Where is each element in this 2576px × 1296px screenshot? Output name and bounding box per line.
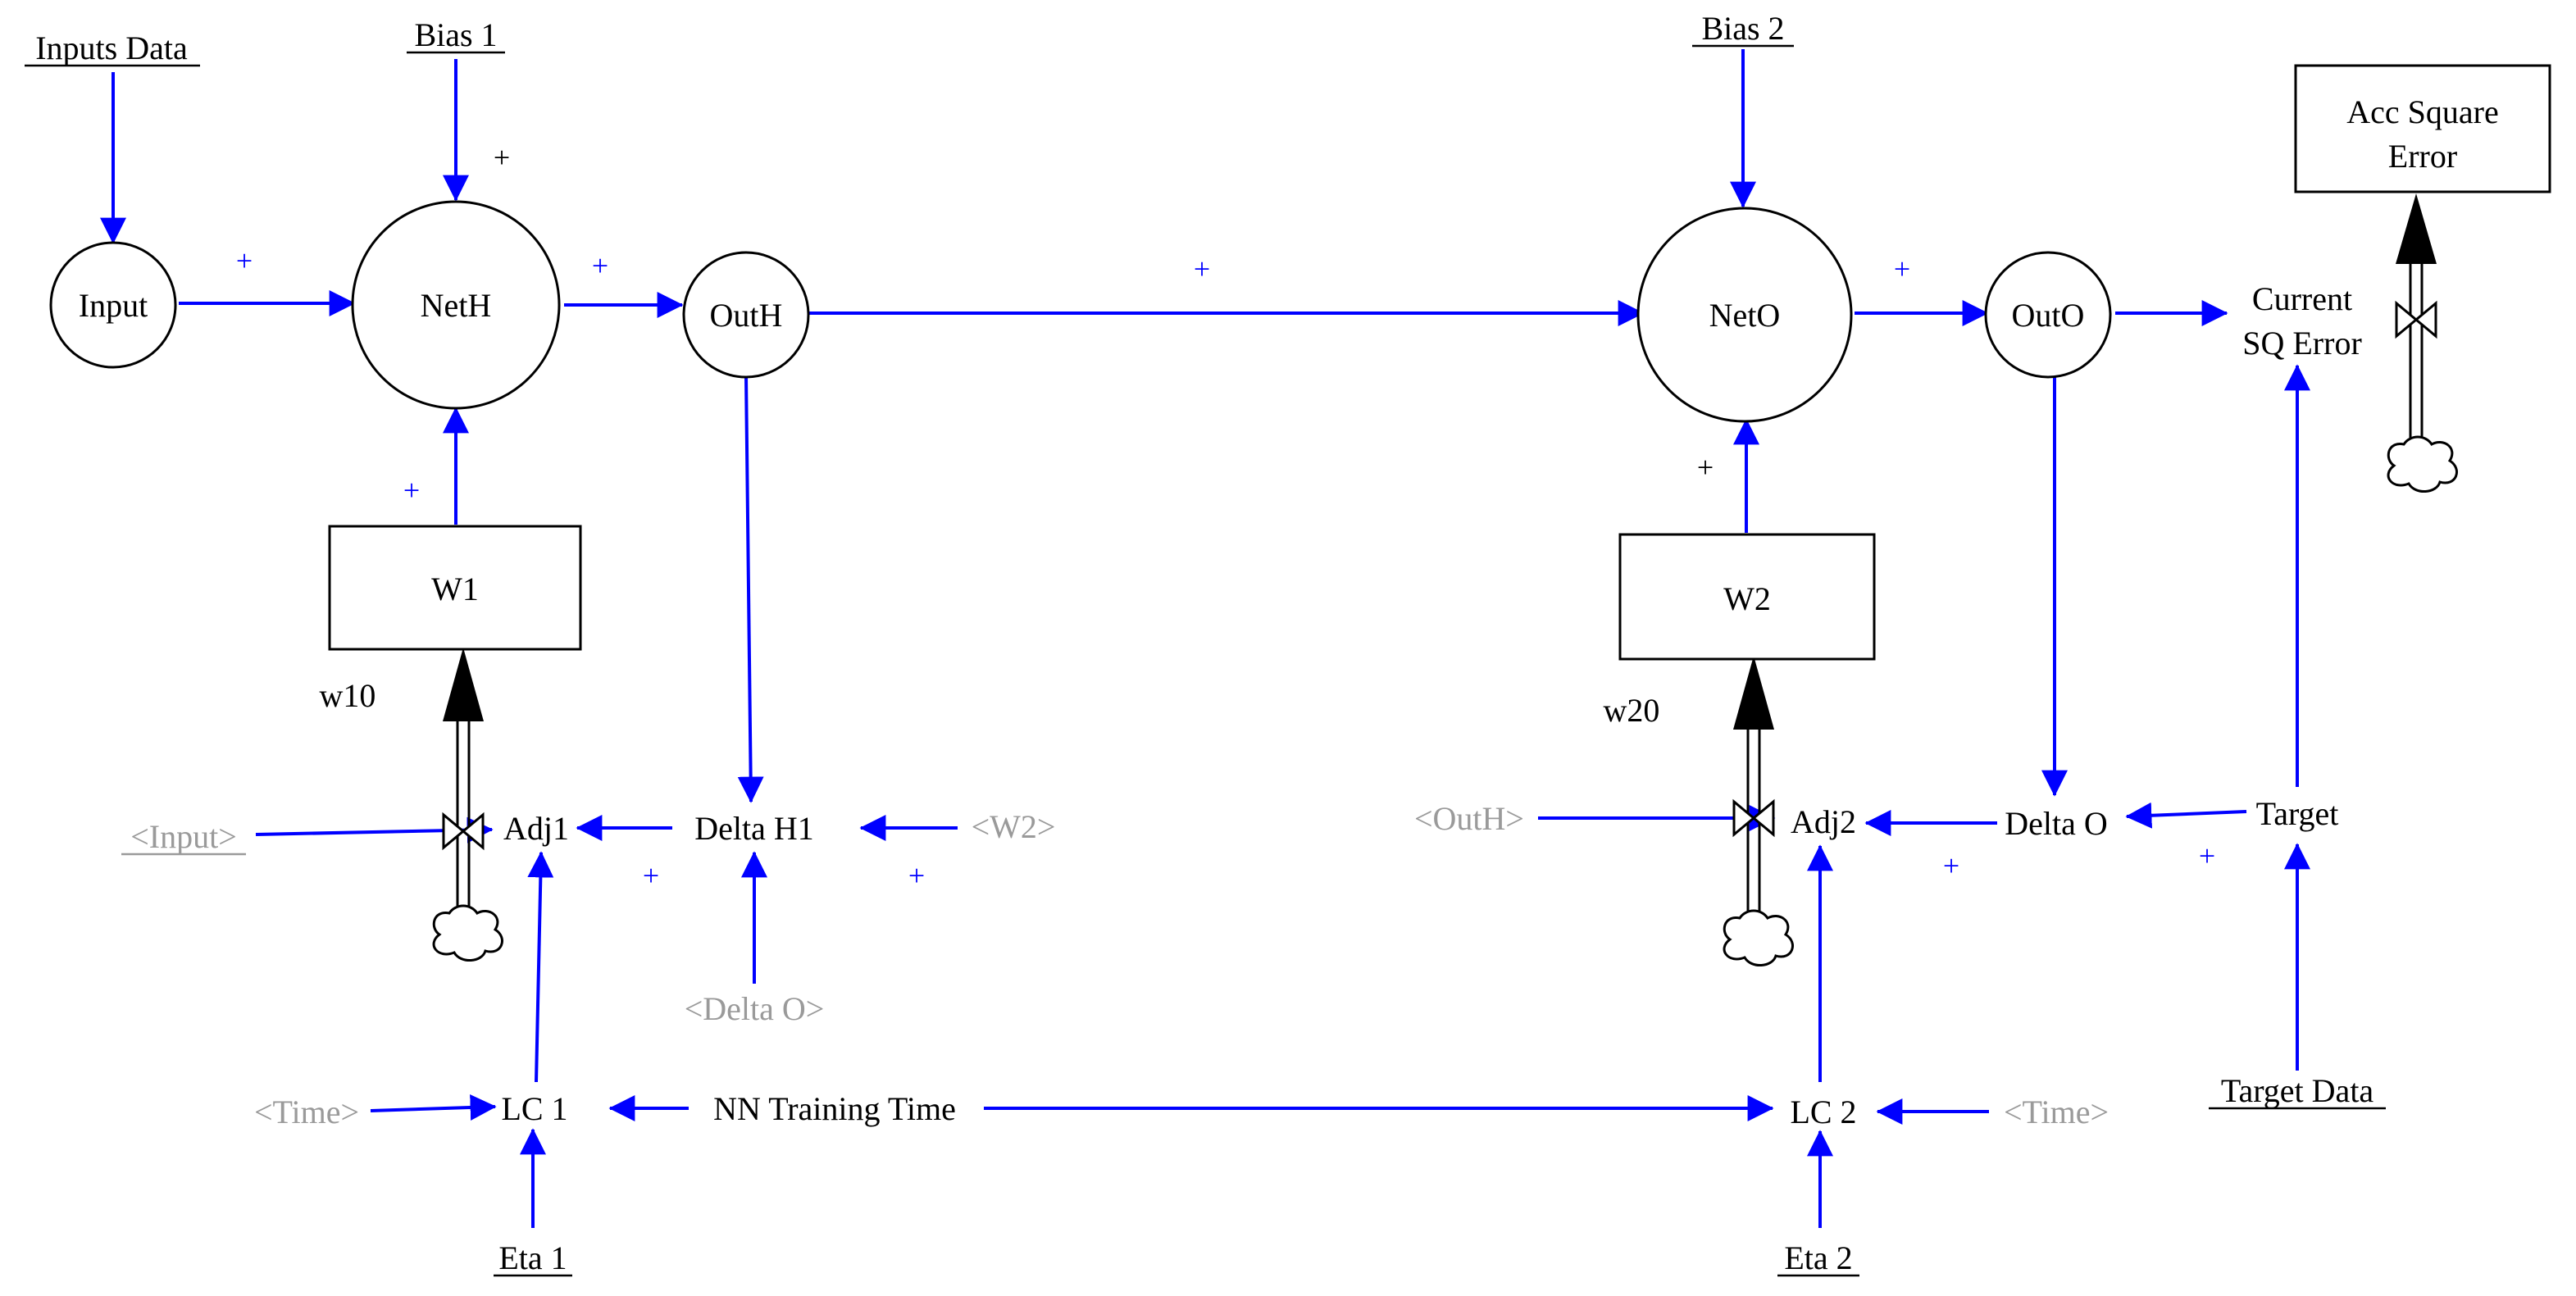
flow-arrowhead-w2	[1733, 656, 1774, 730]
shadow-time-left-label[interactable]: <Time>	[254, 1094, 359, 1130]
valve-adj2-icon	[1732, 798, 1775, 838]
w1-label: W1	[431, 571, 479, 607]
w20-label: w20	[1604, 692, 1660, 729]
node-input[interactable]	[49, 241, 177, 369]
polarity-target-delta-o: +	[2199, 839, 2215, 872]
target-label[interactable]: Target	[2256, 795, 2339, 832]
cloud-source-acc-error-icon	[2387, 435, 2458, 493]
flow-adj2-to-w2	[1723, 656, 1794, 966]
shadow-delta-o-label[interactable]: <Delta O>	[685, 990, 825, 1027]
node-neth[interactable]	[351, 200, 561, 410]
acc-square-error-label-line2: Error	[2388, 138, 2457, 175]
stock-acc-square-error[interactable]	[2294, 64, 2551, 193]
adj2-label[interactable]: Adj2	[1791, 803, 1856, 840]
polarity-delta-o-adj2: +	[1943, 849, 1959, 882]
stock-w1[interactable]	[328, 525, 582, 651]
current-sq-error-label-line1[interactable]: Current	[2252, 280, 2352, 317]
w2-label: W2	[1723, 580, 1771, 617]
eta1-label[interactable]: Eta 1	[498, 1239, 567, 1276]
polarity-outh-neto: +	[1194, 252, 1210, 285]
node-outo[interactable]	[1984, 251, 2112, 379]
input-label: Input	[79, 287, 148, 324]
flow-adj1-to-w1	[432, 648, 503, 962]
connectors	[100, 49, 2310, 1228]
valve-acc-error-icon	[2395, 300, 2437, 339]
polarity-input-neth: +	[236, 244, 253, 277]
neto-label: NetO	[1709, 297, 1781, 334]
polarity-signs: + + + + + + + + + + +	[236, 141, 2215, 892]
target-data-label[interactable]: Target Data	[2221, 1072, 2374, 1109]
lc1-label[interactable]: LC 1	[501, 1090, 567, 1127]
link-target-to-delta-o	[2125, 802, 2247, 829]
polarity-delta-h1-adj1: +	[643, 859, 659, 892]
outh-label: OutH	[710, 297, 783, 334]
flow-arrowhead-w1	[443, 648, 484, 721]
neth-label: NetH	[421, 287, 492, 324]
delta-o-label[interactable]: Delta O	[2005, 805, 2108, 842]
polarity-w2-neto: +	[1697, 451, 1714, 484]
eta2-label[interactable]: Eta 2	[1784, 1239, 1852, 1276]
polarity-w2-delta-h1: +	[908, 859, 925, 892]
shadow-outh-label[interactable]: <OutH>	[1414, 800, 1524, 837]
delta-h1-label[interactable]: Delta H1	[694, 810, 814, 847]
acc-square-error-label-line1: Acc Square	[2346, 93, 2498, 130]
shadow-input-label[interactable]: <Input>	[130, 818, 237, 855]
flow-arrowhead-acc	[2396, 193, 2437, 264]
adj1-label[interactable]: Adj1	[503, 810, 569, 847]
flow-to-acc-square-error	[2387, 193, 2458, 493]
link-outh-to-delta-h1	[737, 375, 764, 803]
link-lc1-to-adj1	[527, 851, 554, 1083]
cloud-source-adj2-icon	[1723, 909, 1794, 966]
stock-w2[interactable]	[1618, 533, 1876, 661]
polarity-bias1: +	[494, 141, 510, 174]
valve-adj1-icon	[442, 812, 485, 851]
lc2-label[interactable]: LC 2	[1790, 1094, 1856, 1130]
w10-label: w10	[320, 677, 376, 714]
node-neto[interactable]	[1636, 207, 1853, 423]
polarity-neto-outo: +	[1894, 252, 1910, 285]
shadow-w2-label[interactable]: <W2>	[972, 808, 1056, 845]
bias1-label[interactable]: Bias 1	[414, 16, 497, 53]
current-sq-error-label-line2[interactable]: SQ Error	[2242, 325, 2362, 362]
polarity-neth-outh: +	[592, 249, 608, 282]
bias2-label[interactable]: Bias 2	[1701, 10, 1784, 47]
link-time-ghost-to-lc1	[370, 1094, 497, 1121]
outo-label: OutO	[2012, 297, 2085, 334]
polarity-w1-neth: +	[403, 474, 420, 507]
labels: Inputs Data Bias 1 Bias 2 Input NetH Out…	[25, 10, 2499, 1277]
shadow-time-right-label[interactable]: <Time>	[2004, 1094, 2109, 1130]
cloud-source-adj1-icon	[432, 904, 503, 962]
node-outh[interactable]	[682, 251, 810, 379]
inputs-data-label[interactable]: Inputs Data	[35, 30, 188, 66]
nn-training-time-label[interactable]: NN Training Time	[713, 1090, 956, 1127]
